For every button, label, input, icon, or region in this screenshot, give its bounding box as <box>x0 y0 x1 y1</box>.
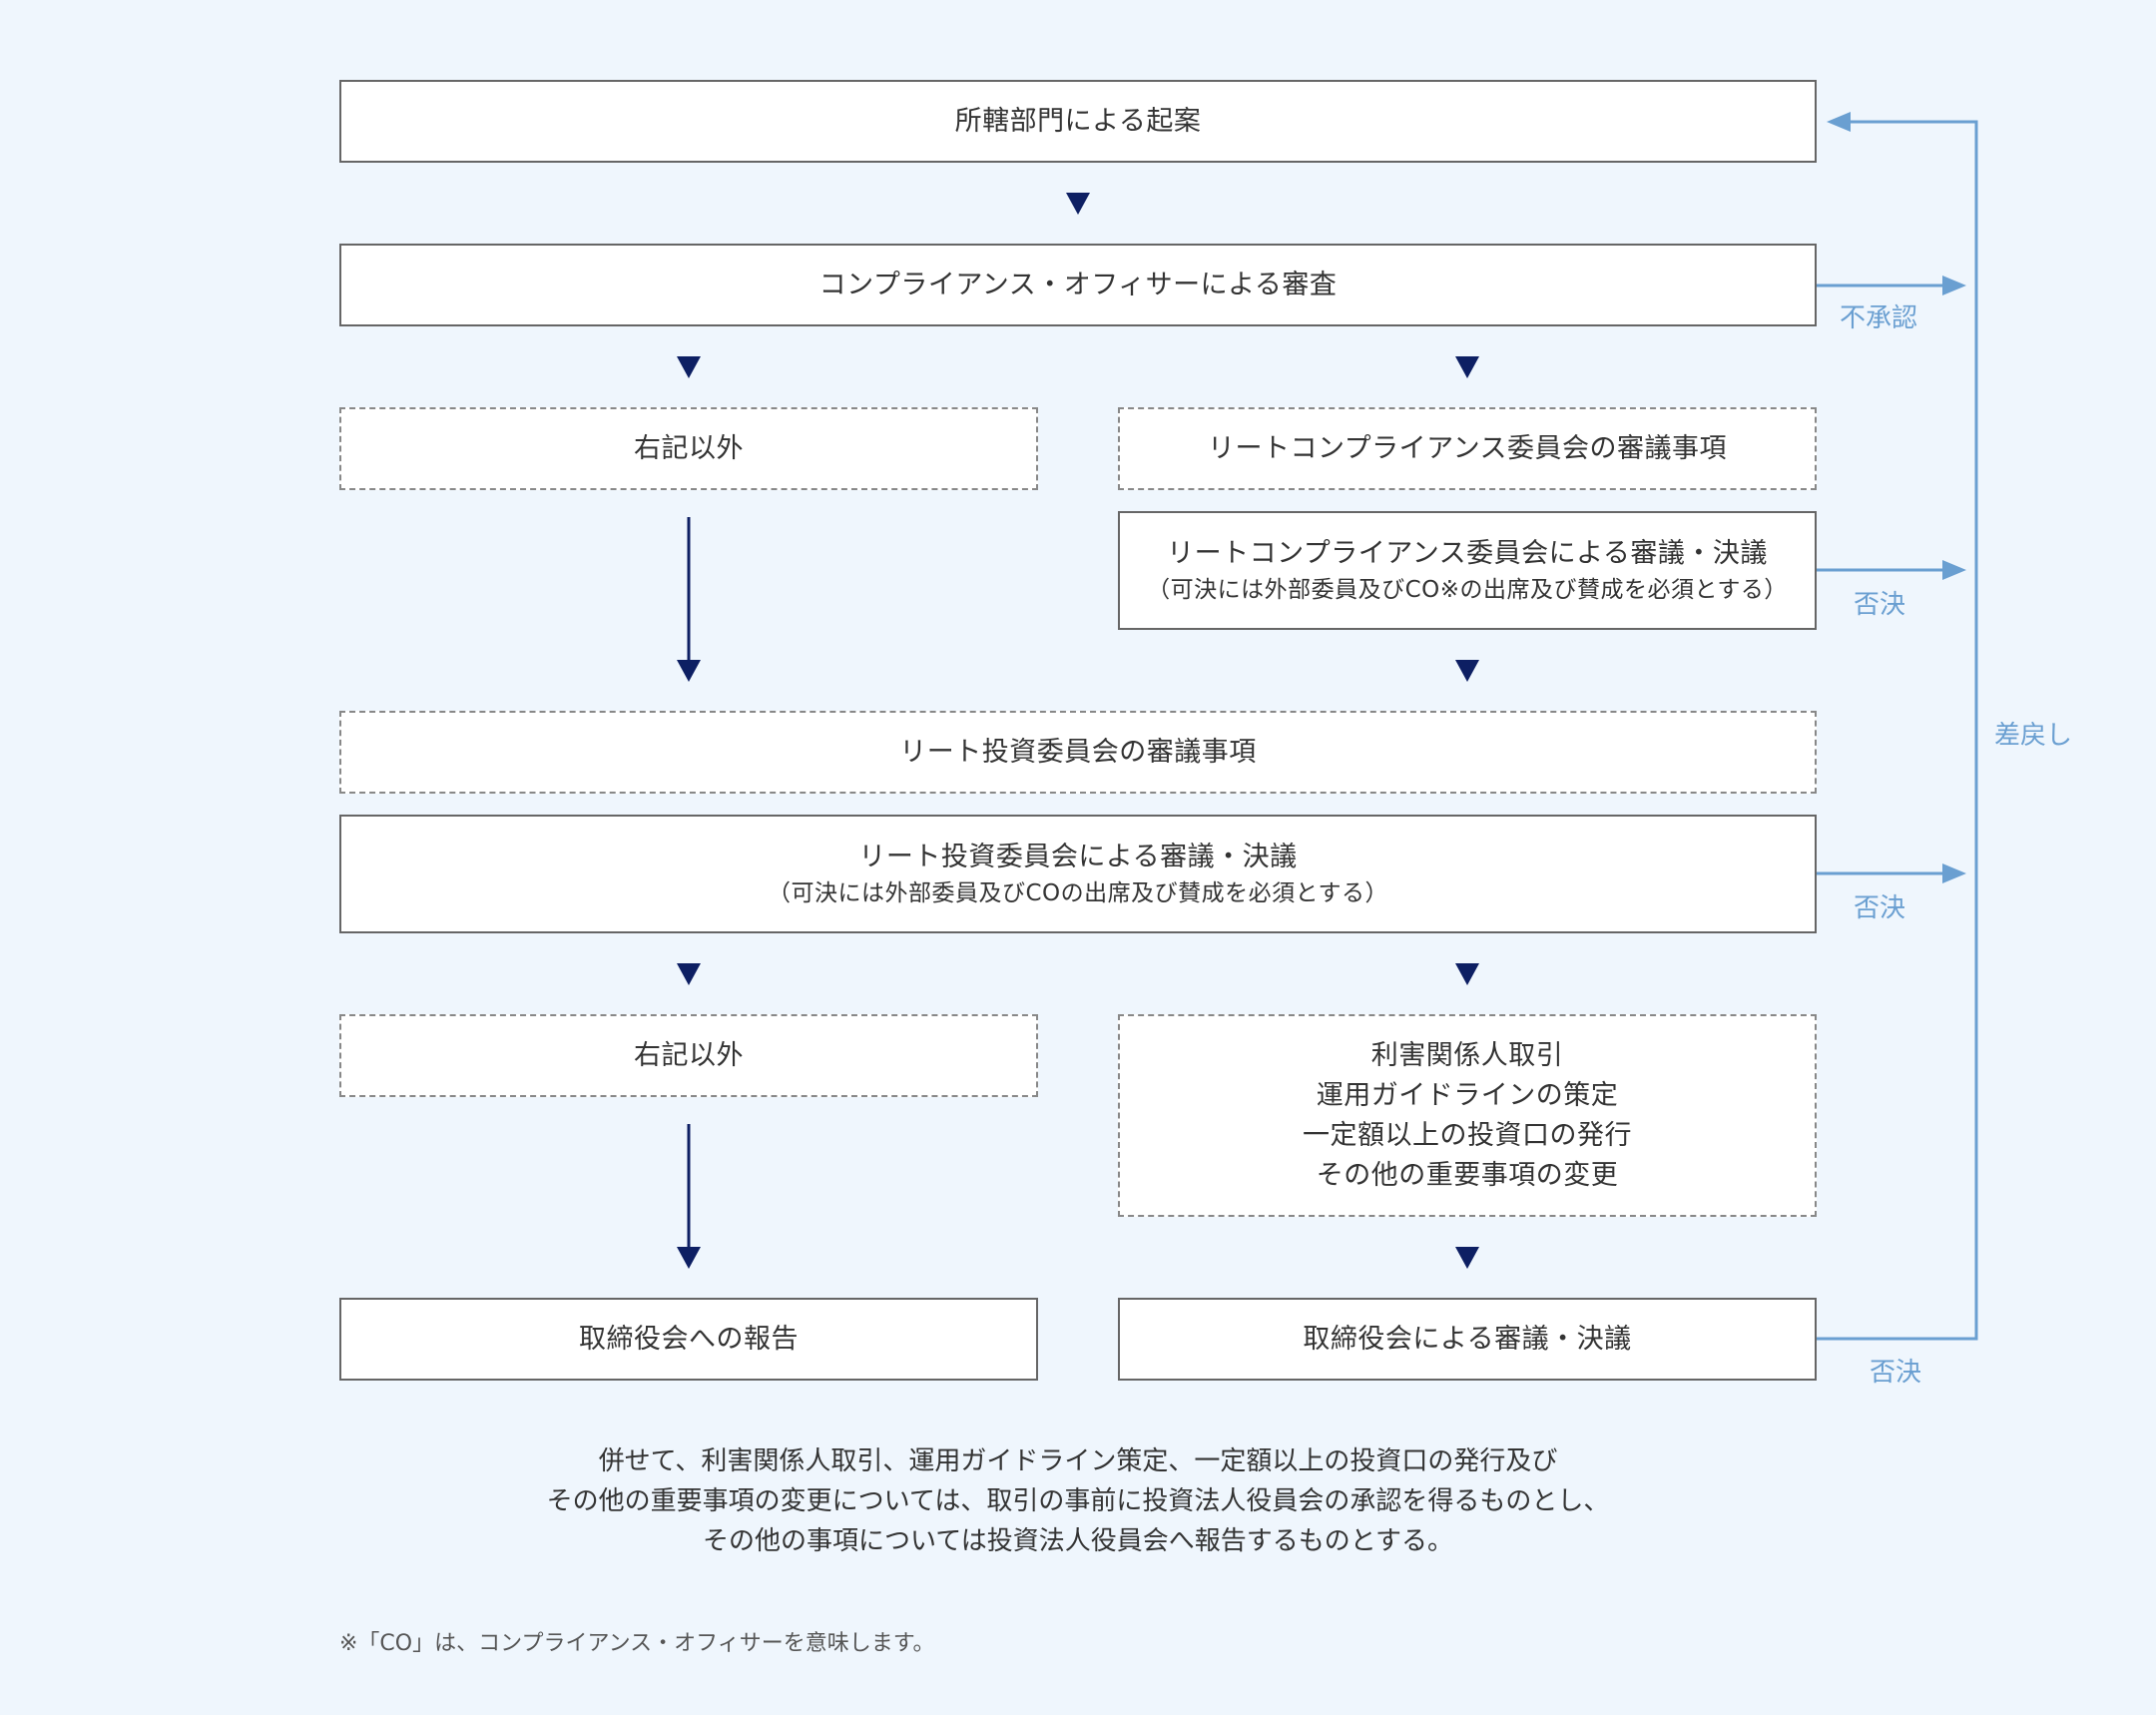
summary-text: 併せて、利害関係人取引、運用ガイドライン策定、一定額以上の投資口の発行及び その… <box>339 1441 1817 1561</box>
arrow-down-icon <box>1455 1247 1479 1269</box>
board-report-box: 取締役会への報告 <box>339 1298 1038 1381</box>
reit-compliance-decision-label: リートコンプライアンス委員会による審議・決議 <box>1167 537 1768 569</box>
summary-line: その他の重要事項の変更については、取引の事前に投資法人役員会の承認を得るものとし… <box>546 1486 1610 1516</box>
other-box-1: 右記以外 <box>339 407 1038 490</box>
arrow-down-icon <box>1455 660 1479 682</box>
important-item: 利害関係人取引 <box>1370 1039 1564 1071</box>
other-label-1: 右記以外 <box>634 432 744 464</box>
rejection-label-1: 否決 <box>1854 590 1906 620</box>
proposal-label: 所轄部門による起案 <box>954 105 1202 137</box>
return-label: 差戻し <box>1994 721 2073 751</box>
arrow-down-icon <box>677 963 701 985</box>
rejection-label-2: 否決 <box>1854 893 1906 923</box>
rejection-label-3: 否決 <box>1870 1358 1922 1388</box>
arrow-right-icon <box>1942 276 1966 295</box>
reit-compliance-decision-note: （可決には外部委員及びCO※の出席及び賛成を必須とする） <box>1147 576 1788 603</box>
important-item: 運用ガイドラインの策定 <box>1316 1079 1619 1111</box>
long-arrow-head-icon <box>677 1247 701 1269</box>
summary-line: その他の事項については投資法人役員会へ報告するものとする。 <box>703 1526 1453 1556</box>
other-label-2: 右記以外 <box>634 1039 744 1071</box>
arrow-down-icon <box>677 356 701 378</box>
important-items-box: 利害関係人取引 運用ガイドラインの策定 一定額以上の投資口の発行 その他の重要事… <box>1118 1014 1817 1217</box>
other-box-2: 右記以外 <box>339 1014 1038 1097</box>
proposal-box: 所轄部門による起案 <box>339 80 1817 163</box>
reit-invest-decision-label: リート投資委員会による審議・決議 <box>858 841 1298 872</box>
arrow-down-icon <box>1066 193 1090 215</box>
co-review-box: コンプライアンス・オフィサーによる審査 <box>339 244 1817 326</box>
reit-compliance-decision-box: リートコンプライアンス委員会による審議・決議 （可決には外部委員及びCO※の出席… <box>1118 511 1817 630</box>
return-loop-line <box>1817 120 1978 1341</box>
co-review-label: コンプライアンス・オフィサーによる審査 <box>818 269 1338 300</box>
board-report-label: 取締役会への報告 <box>579 1323 799 1355</box>
reit-compliance-items-box: リートコンプライアンス委員会の審議事項 <box>1118 407 1817 490</box>
arrow-right-icon <box>1942 863 1966 883</box>
arrow-down-icon <box>1455 963 1479 985</box>
arrow-right-icon <box>1942 560 1966 580</box>
reit-invest-decision-note: （可決には外部委員及びCOの出席及び賛成を必須とする） <box>768 879 1388 906</box>
board-decision-label: 取締役会による審議・決議 <box>1303 1323 1632 1355</box>
board-decision-box: 取締役会による審議・決議 <box>1118 1298 1817 1381</box>
important-item: その他の重要事項の変更 <box>1316 1159 1619 1191</box>
reit-invest-items-box: リート投資委員会の審議事項 <box>339 711 1817 794</box>
disapproval-label: 不承認 <box>1840 303 1918 333</box>
arrow-down-icon <box>1455 356 1479 378</box>
summary-line: 併せて、利害関係人取引、運用ガイドライン策定、一定額以上の投資口の発行及び <box>598 1446 1558 1476</box>
long-arrow-head-icon <box>677 660 701 682</box>
reit-compliance-items-label: リートコンプライアンス委員会の審議事項 <box>1207 432 1728 464</box>
return-arrow-icon <box>1827 112 1851 132</box>
footnote: ※「CO」は、コンプライアンス・オフィサーを意味します。 <box>339 1631 935 1656</box>
reit-invest-items-label: リート投資委員会の審議事項 <box>899 736 1257 768</box>
important-item: 一定額以上の投資口の発行 <box>1303 1119 1632 1151</box>
reit-invest-decision-box: リート投資委員会による審議・決議 （可決には外部委員及びCOの出席及び賛成を必須… <box>339 815 1817 933</box>
